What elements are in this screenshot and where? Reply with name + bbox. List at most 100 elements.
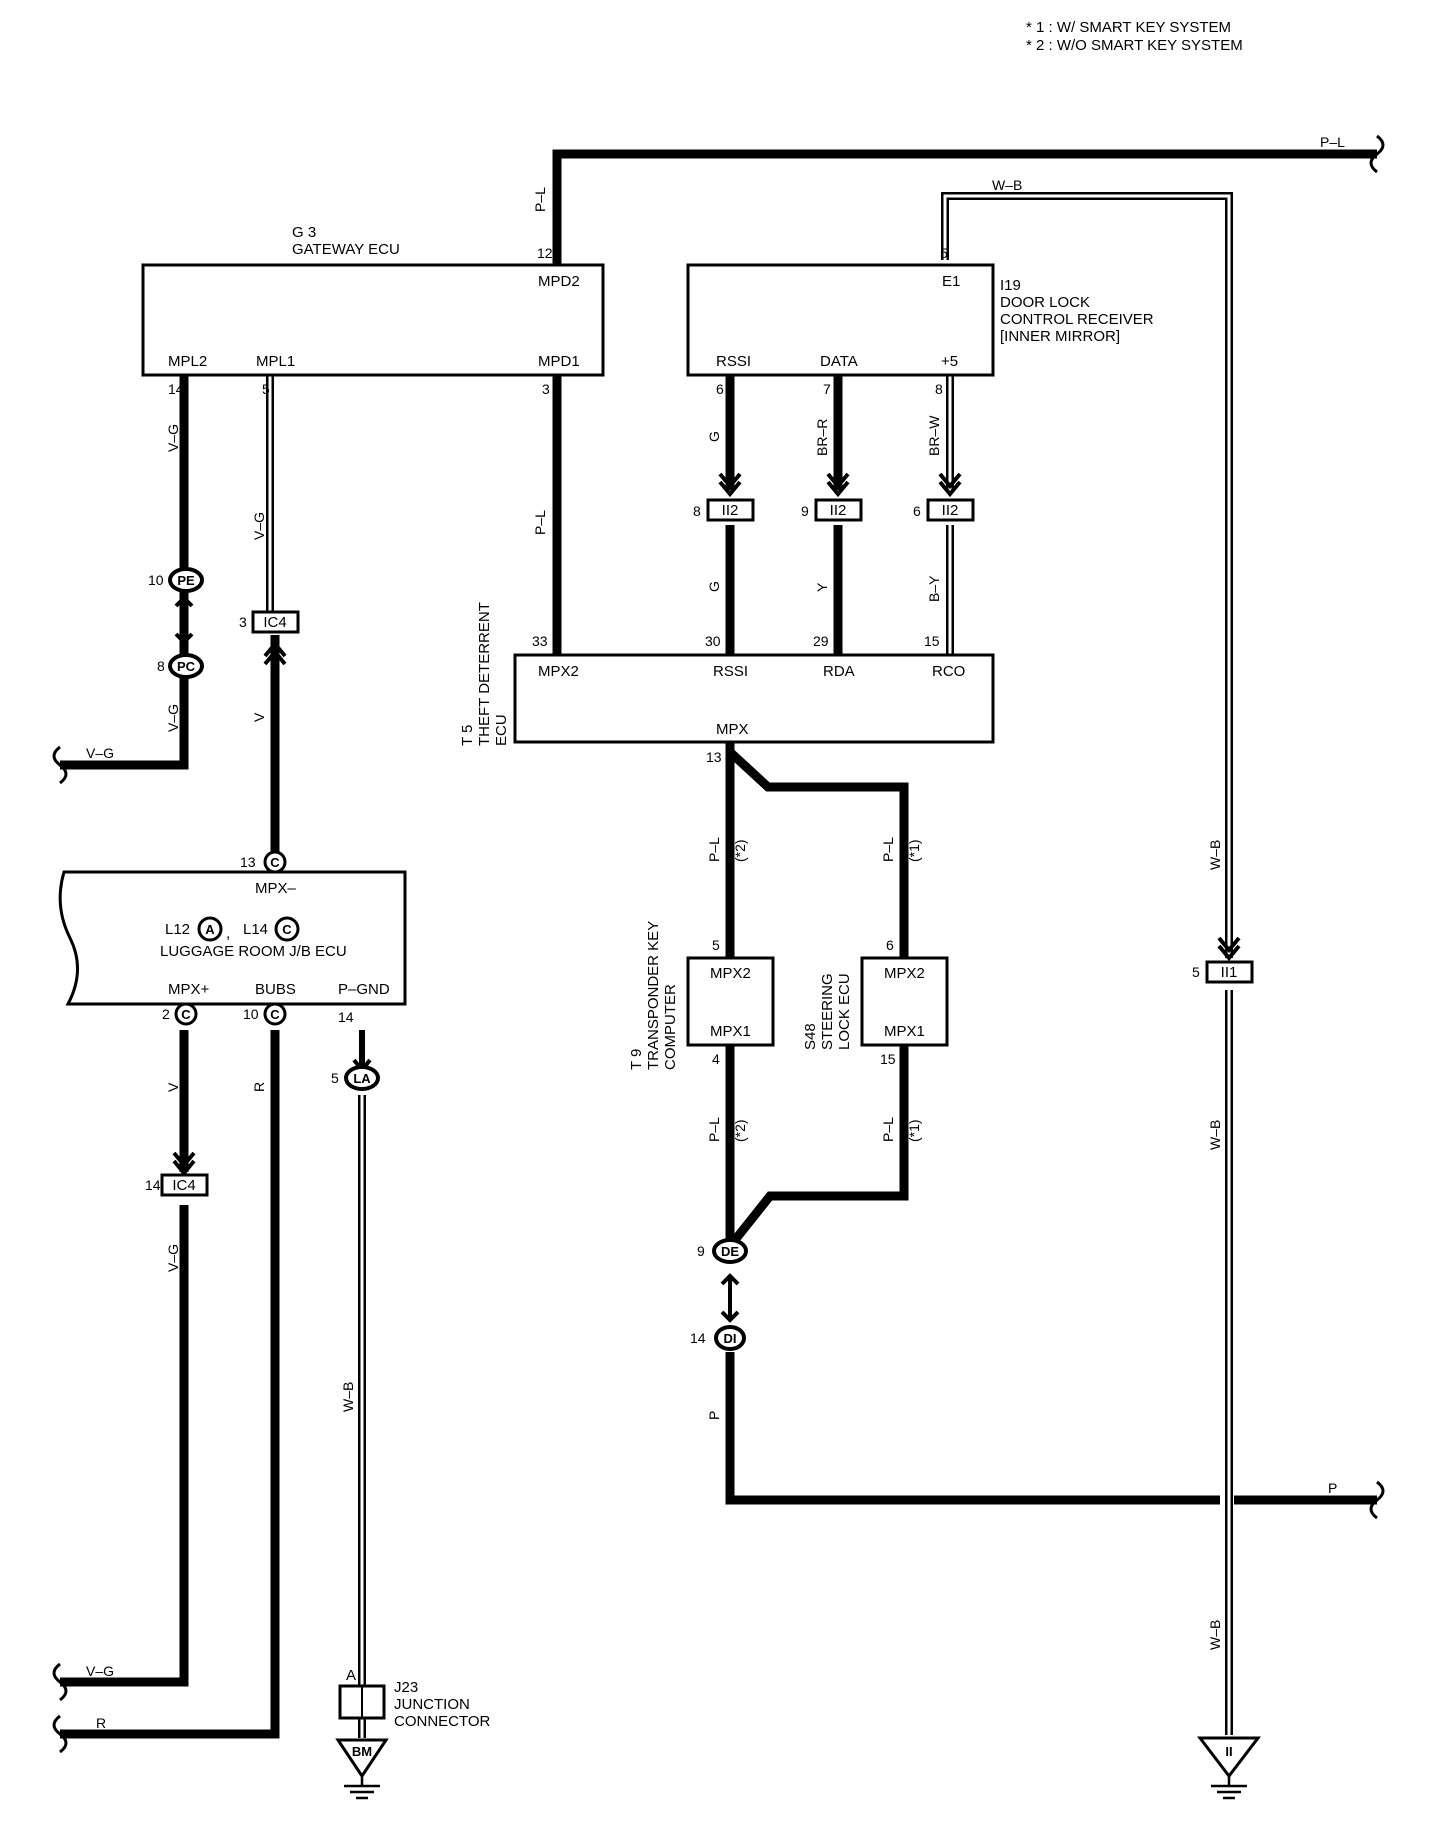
label-wb-upper: W–B [1207,840,1223,870]
break-vg-left-top [52,745,68,785]
label-br-r: BR–R [814,419,830,456]
wire-pl-top [552,149,1377,275]
transponder-id: T 9 [628,1049,645,1070]
connector-ii2-data-label: II2 [830,502,847,519]
label-vg-pc: V–G [165,704,181,732]
connector-ii2-data [814,498,863,522]
pin-mpx2-transponder: MPX2 [710,965,751,982]
pin-num-13-mpx: 13 [706,749,722,765]
pin-rssi-receiver: RSSI [716,353,751,370]
pin-num-8-pc: 8 [157,658,165,674]
door-lock-name-2: CONTROL RECEIVER [1000,311,1154,328]
break-r-left [52,1714,68,1754]
connector-ic4-upper [251,610,300,634]
pin-num-2-mpxp: 2 [162,1006,170,1022]
connector-a-badge [197,916,223,942]
connector-ii1 [1205,960,1254,984]
connector-de [712,1238,748,1264]
note-2-lower: (*2) [732,1119,748,1142]
arrow-de-di [720,1273,740,1323]
junction-connector: A J23 JUNCTION CONNECTOR [338,1667,491,1730]
pin-plus5: +5 [941,353,958,370]
connector-ii1-label: II1 [1221,964,1238,981]
label-v-mpxp: V [165,1082,181,1092]
pin-mpx-plus: MPX+ [168,981,210,998]
arrow-rssi-ii2 [718,472,742,498]
door-lock-name-3: [INNER MIRROR] [1000,328,1120,345]
wire-labels-horizontal: P–L W–B V–G V–G R P [86,134,1345,1731]
connector-la-label: LA [353,1071,371,1086]
ground-bm-label: BM [352,1744,372,1759]
label-vg-mpl2: V–G [165,424,181,452]
theft-ecu-id: T 5 [459,725,476,746]
inline-connectors: II2 II2 II2 IC4 IC4 II1 [160,498,1254,1197]
label-v-mpl1: V [251,712,267,722]
oval-connectors: PE PC LA DE DI C C C [168,567,748,1351]
theft-deterrent-ecu: MPX2 RSSI RDA RCO MPX T 5 THEFT DETERREN… [459,602,995,746]
arrow-ic4-down [172,1151,196,1177]
junction-name-2: CONNECTOR [394,1713,491,1730]
steering-id: S48 [802,1023,819,1050]
connector-ii2-p5 [926,498,975,522]
note-2-upper: (*2) [732,839,748,862]
pin-num-6-rssi: 6 [716,381,724,397]
pin-num-33: 33 [532,633,548,649]
steering-lock-box [860,956,949,1047]
pin-mpx1-steering: MPX1 [884,1023,925,1040]
pin-num-9-de: 9 [697,1243,705,1259]
luggage-l12: L12 [165,921,190,938]
label-vg-left: V–G [86,745,114,761]
wire-pl-mpx-steering [726,748,909,958]
connector-ic4-upper-label: IC4 [263,614,286,631]
connector-ii2-rssi [706,498,755,522]
connector-pe [168,567,204,593]
luggage-room-jb-ecu: MPX– MPX+ BUBS P–GND L12 A , L14 C LUGGA… [58,870,407,1006]
label-g-upper: G [706,431,722,442]
label-wb-la: W–B [340,1382,356,1412]
pin-num-10-bubs: 10 [243,1006,259,1022]
transponder-key-computer: MPX2 MPX1 T 9 TRANSPONDER KEY COMPUTER [628,921,775,1070]
pin-mpx2-steering: MPX2 [884,965,925,982]
arrow-pe-pc [174,595,194,645]
connector-ic4-lower-label: IC4 [172,1177,195,1194]
thick-wires [60,149,1377,1739]
label-p-di: P [706,1411,722,1420]
pin-numbers: 12 5 14 5 3 6 7 8 8 9 6 10 8 3 33 30 29 … [145,245,1200,1346]
connector-c-badge [274,916,300,942]
pin-num-14-di: 14 [690,1330,706,1346]
label-p-right: P [1328,1480,1337,1496]
junction-id: J23 [394,1679,418,1696]
pin-num-14-mpl2: 14 [168,381,184,397]
break-pl-top-right [1369,134,1385,174]
pin-num-14-ic4: 14 [145,1177,161,1193]
label-vg-bottom-left: V–G [86,1663,114,1679]
connector-pe-label: PE [177,573,195,588]
pin-num-12: 12 [537,245,553,261]
connector-di [714,1325,746,1351]
arrow-p5-ii2 [938,472,962,498]
pin-num-5-e1: 5 [940,245,948,261]
wire-vg-mpl2 [60,375,189,770]
connector-pc [168,653,204,679]
pin-num-5-transponder: 5 [712,937,720,953]
ground-bm-triangle [335,1738,389,1779]
label-pl-upper: P–L [532,187,548,212]
label-y: Y [814,582,830,592]
note-1-upper: (*1) [906,839,922,862]
pin-mpx2-theft: MPX2 [538,663,579,680]
steering-name-2: LOCK ECU [836,973,853,1050]
wire-vg-ic4-bottom [60,1205,189,1687]
pin-num-8-p5: 8 [935,381,943,397]
connector-la [344,1065,380,1091]
theft-ecu-name-1: THEFT DETERRENT [476,602,493,746]
gateway-ecu-box [141,263,605,377]
shielded-wires [266,192,1233,1738]
transponder-name-2: COMPUTER [662,984,679,1070]
door-lock-receiver-box [686,263,995,377]
door-lock-receiver: E1 RSSI DATA +5 I19 DOOR LOCK CONTROL RE… [686,263,1154,377]
connector-pc-label: PC [177,659,196,674]
label-vg-mpl1: V–G [251,512,267,540]
connector-c-mpxp-label: C [181,1007,191,1022]
label-pl-mpd1: P–L [532,510,548,535]
